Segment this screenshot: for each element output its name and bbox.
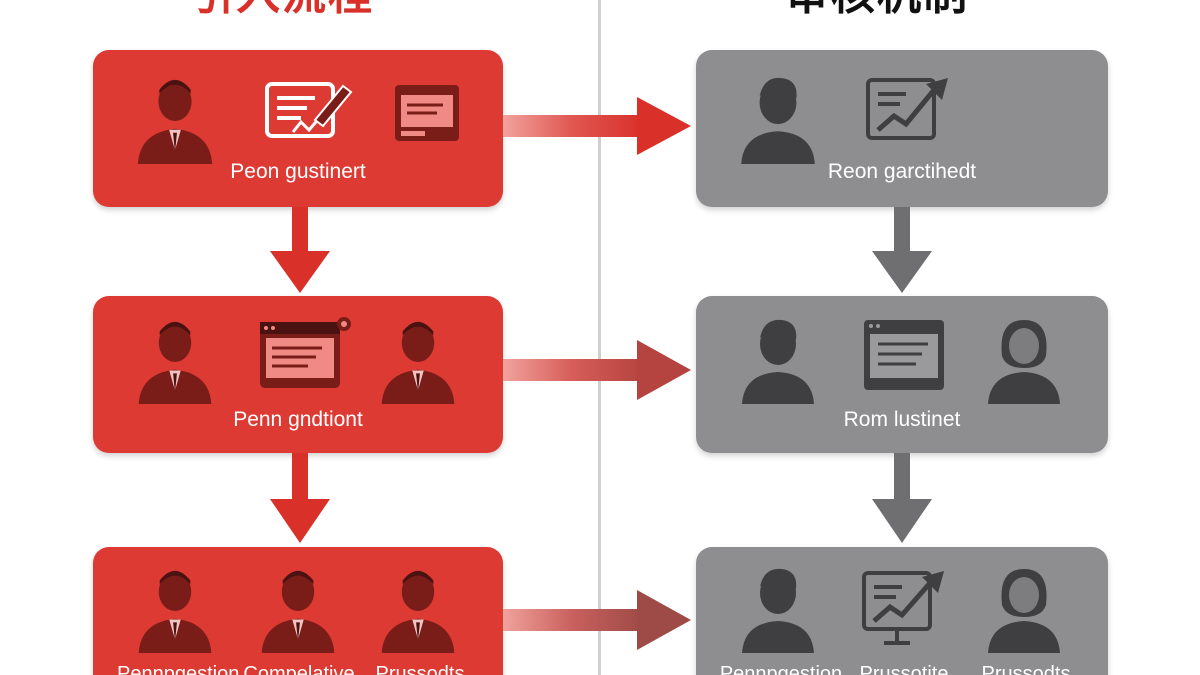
left-down-arrow-1 bbox=[268, 207, 332, 295]
growth-chart-icon bbox=[864, 72, 954, 146]
female-person-icon bbox=[982, 565, 1066, 655]
right-down-arrow-2 bbox=[870, 453, 934, 545]
person-icon bbox=[135, 76, 215, 164]
cross-arrow-1 bbox=[503, 95, 693, 159]
right-step-2-label: Rom lustinet bbox=[843, 408, 961, 431]
left-step-1-label: Peon gustinert bbox=[230, 160, 366, 183]
person-icon bbox=[258, 567, 338, 653]
browser-window-icon bbox=[393, 83, 461, 143]
person-icon bbox=[736, 74, 820, 166]
left-step-3-label-b: Compelative bbox=[243, 663, 355, 675]
right-step-1-label: Reon garctihedt bbox=[827, 160, 977, 183]
left-down-arrow-2 bbox=[268, 453, 332, 545]
person-icon bbox=[135, 567, 215, 653]
document-edit-icon bbox=[263, 78, 355, 146]
person-icon bbox=[135, 318, 215, 404]
browser-window-icon bbox=[256, 316, 352, 392]
right-step-3-label-a: Pennpgestion bbox=[719, 663, 843, 675]
right-down-arrow-1 bbox=[870, 207, 934, 295]
column-divider bbox=[598, 0, 601, 675]
left-step-3-label-a: Pennpgestion bbox=[117, 663, 240, 675]
left-step-1-box: Peon gustinert bbox=[93, 50, 503, 207]
right-step-1-box: Reon garctihedt bbox=[696, 50, 1108, 207]
person-icon bbox=[378, 318, 458, 404]
person-icon bbox=[736, 565, 820, 655]
right-step-3-box: Pennpgestion Prussotite Prussodts bbox=[696, 547, 1108, 675]
right-step-3-label-c: Prussodts bbox=[981, 663, 1071, 675]
left-column-title: 引入流程 bbox=[190, 0, 374, 20]
right-step-2-box: Rom lustinet bbox=[696, 296, 1108, 453]
left-step-3-label-c: Prussodts bbox=[375, 663, 465, 675]
growth-chart-icon bbox=[860, 565, 950, 649]
right-column-title: 审核机制 bbox=[785, 0, 969, 20]
right-step-3-label-b: Prussotite bbox=[859, 663, 949, 675]
left-step-2-label: Penn gndtiont bbox=[233, 408, 363, 431]
browser-window-icon bbox=[860, 316, 948, 394]
left-step-2-box: Penn gndtiont bbox=[93, 296, 503, 453]
person-icon bbox=[378, 567, 458, 653]
female-person-icon bbox=[982, 316, 1066, 406]
left-step-3-box: Pennpgestion Compelative Prussodts bbox=[93, 547, 503, 675]
person-icon bbox=[736, 316, 820, 406]
cross-arrow-2 bbox=[503, 338, 693, 402]
cross-arrow-3 bbox=[503, 588, 693, 652]
